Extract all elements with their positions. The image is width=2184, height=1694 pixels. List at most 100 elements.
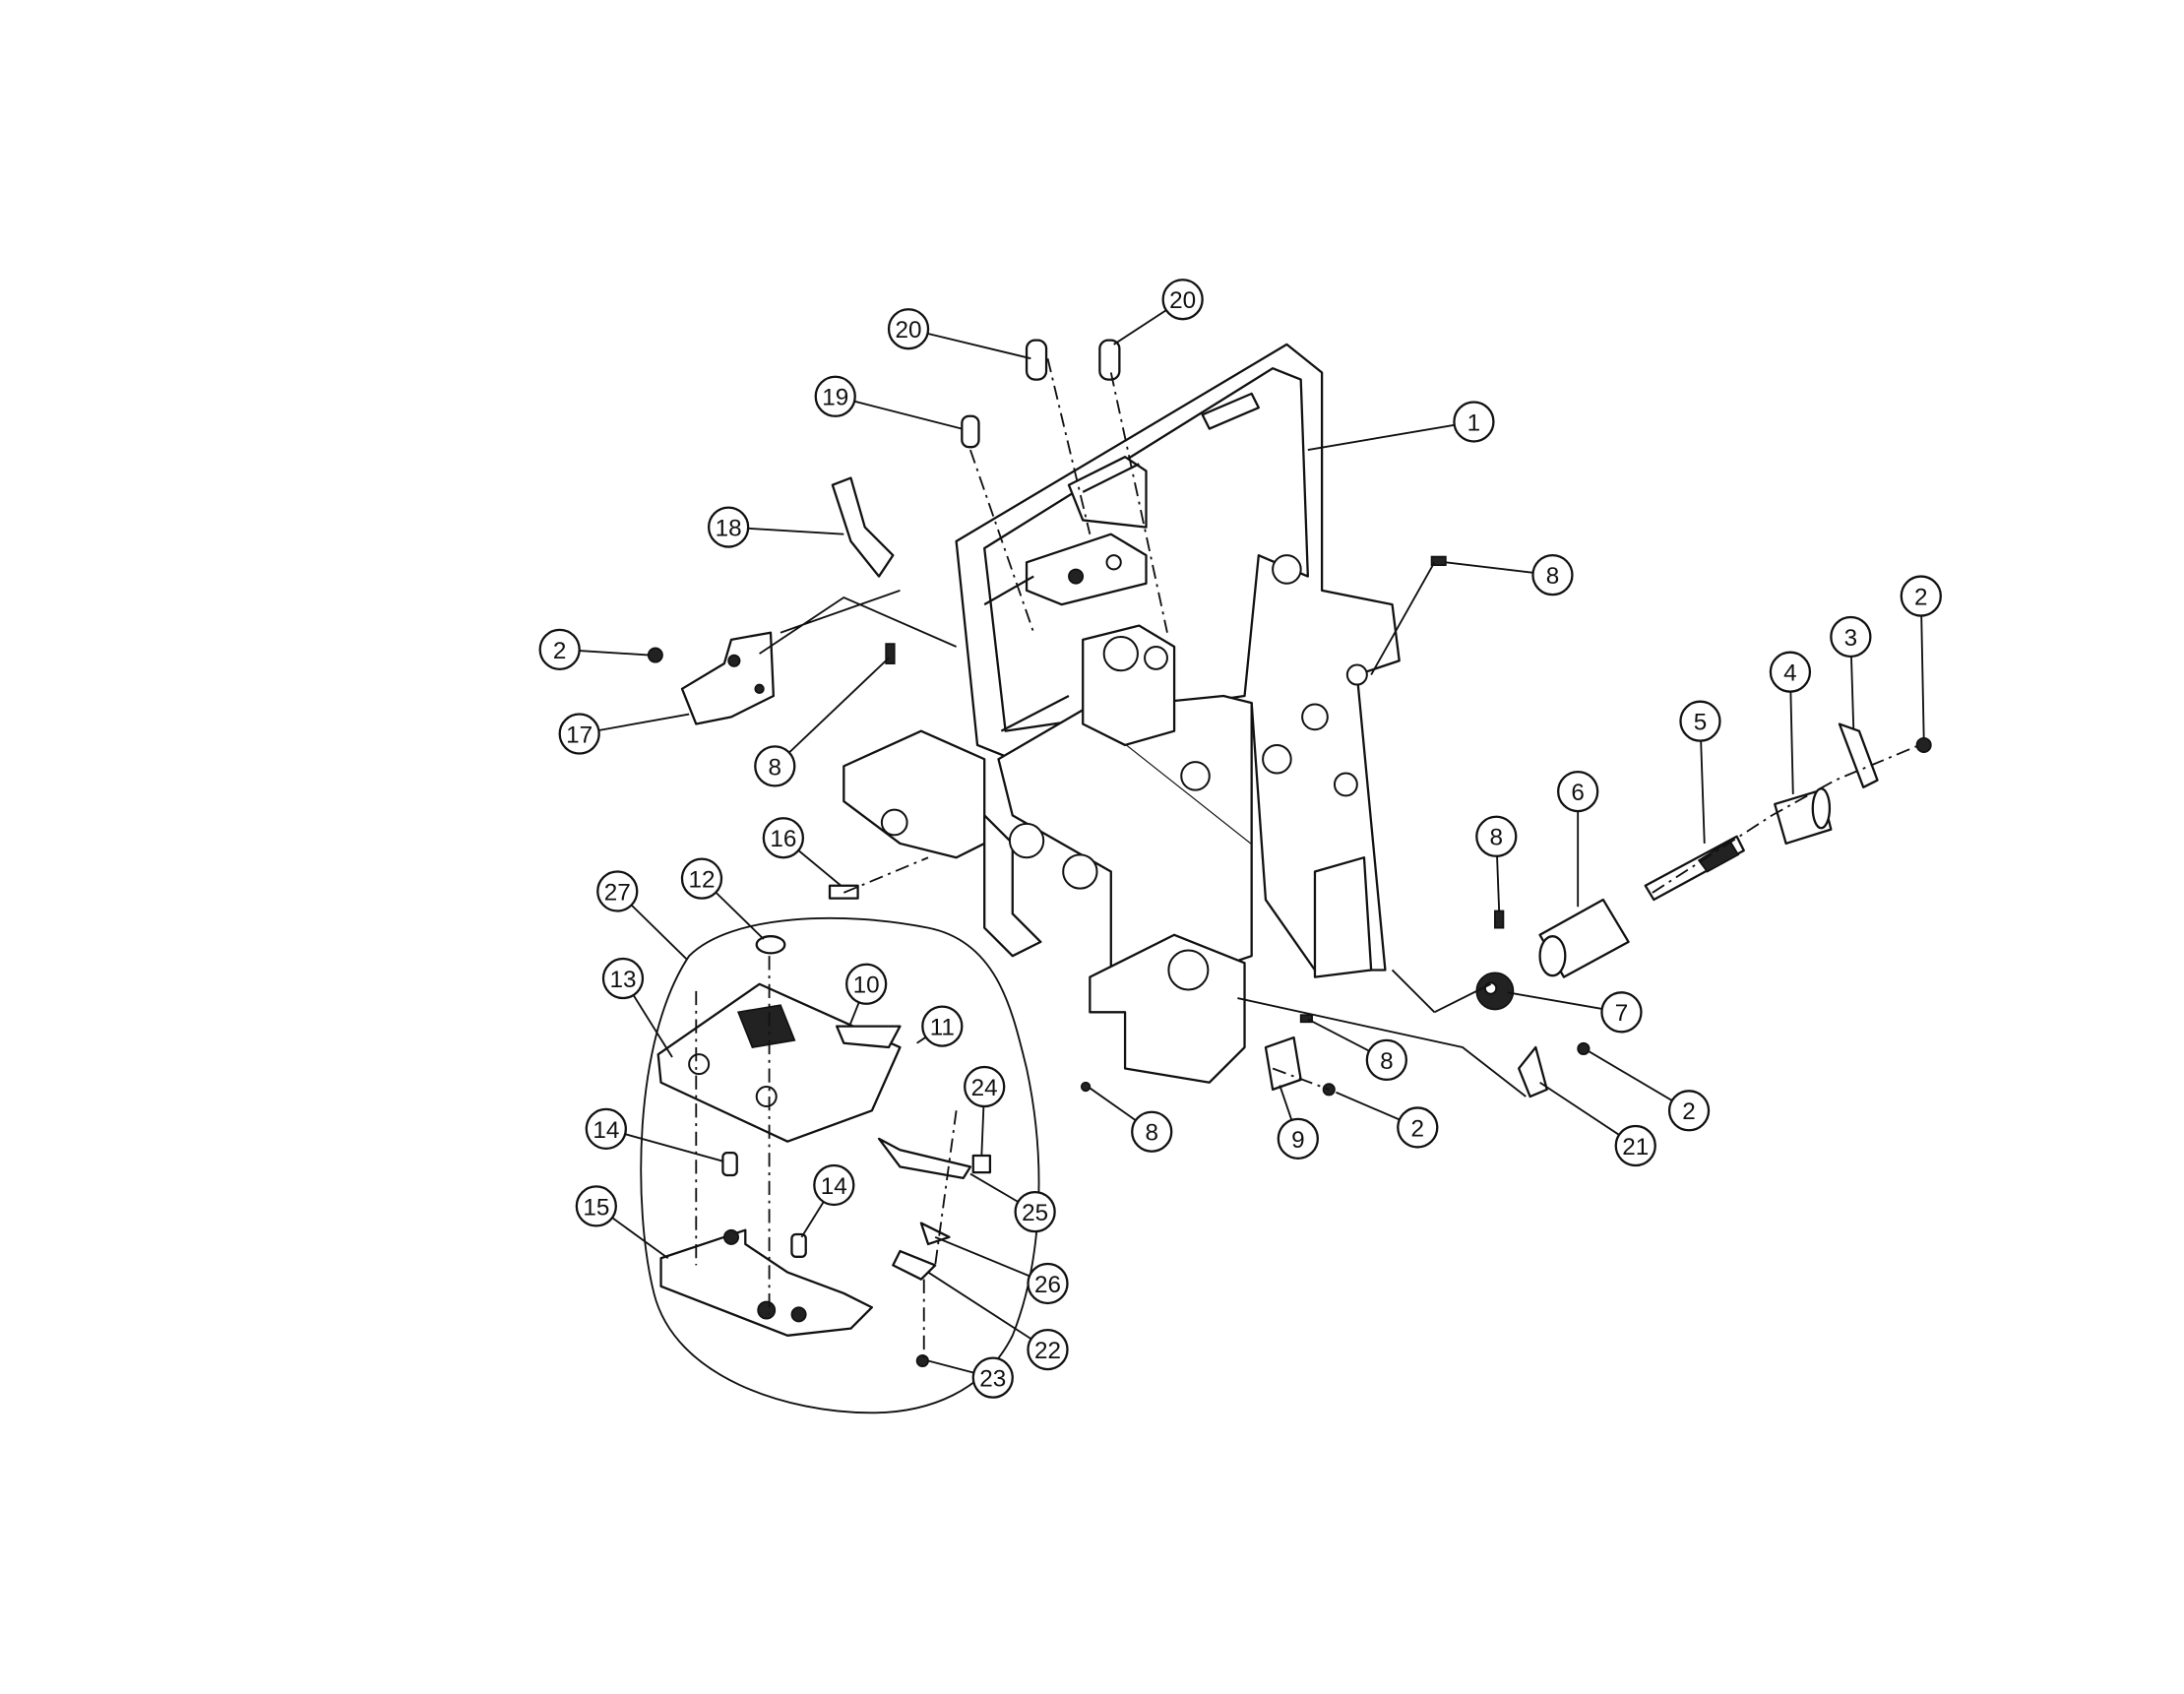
callout-25: 25 [969, 1172, 1056, 1233]
callout-13: 13 [601, 957, 673, 1058]
callout-22: 22 [927, 1271, 1069, 1371]
leader-line [748, 527, 844, 535]
callout-circle [1600, 991, 1643, 1034]
callout-circle [1277, 1117, 1319, 1160]
callout-circle [1769, 651, 1812, 693]
callout-24: 24 [964, 1065, 1006, 1157]
callout-circle [1027, 1328, 1069, 1371]
leader-line [1507, 991, 1602, 1010]
callout-1: 1 [1307, 401, 1495, 451]
callout-circle [1131, 1110, 1173, 1153]
callout-27: 27 [596, 870, 687, 960]
callout-26: 26 [934, 1235, 1069, 1305]
leader-line [969, 1172, 1019, 1203]
callout-number: 1 [1467, 409, 1481, 436]
callout-17: 17 [558, 713, 690, 755]
needle-plate-assembly [640, 916, 1040, 1414]
callout-number: 16 [770, 826, 796, 852]
leader-line [598, 713, 690, 731]
callout-21: 21 [1539, 1081, 1656, 1167]
leader-line [1589, 1050, 1673, 1101]
callout-circle [813, 1163, 855, 1207]
callout-circle [1161, 279, 1204, 321]
callout-number: 5 [1694, 710, 1708, 736]
callout-2: 2 [1589, 1050, 1711, 1132]
leader-line [934, 1235, 1030, 1278]
callout-circle [1531, 554, 1574, 596]
callout-number: 10 [853, 972, 880, 999]
callout-number: 24 [971, 1075, 998, 1101]
callout-20: 20 [887, 308, 1031, 360]
leader-line [1700, 740, 1706, 844]
callout-11: 11 [916, 1005, 964, 1047]
callout-circle [1614, 1124, 1656, 1167]
callout-circle [1667, 1090, 1711, 1132]
callout-circle [964, 1065, 1006, 1108]
callout-number: 19 [822, 385, 848, 411]
callout-8: 8 [1445, 554, 1574, 596]
callout-circle [754, 745, 796, 787]
callout-20: 20 [1113, 279, 1204, 345]
callout-number: 20 [1169, 287, 1196, 314]
callout-2: 2 [1336, 1091, 1439, 1149]
leader-line [853, 400, 963, 430]
callout-circle [1365, 1038, 1407, 1082]
callout-8: 8 [754, 657, 890, 787]
callout-3: 3 [1830, 615, 1872, 728]
callout-number: 23 [979, 1366, 1006, 1393]
callout-number: 2 [1411, 1115, 1425, 1142]
callout-number: 4 [1783, 660, 1797, 687]
callout-19: 19 [814, 375, 963, 430]
callout-number: 22 [1034, 1338, 1061, 1364]
callout-circle [585, 1107, 627, 1150]
leader-line [1445, 561, 1533, 574]
leader-line [1307, 423, 1455, 451]
callout-circle [845, 963, 888, 1005]
leader-line [848, 1001, 860, 1027]
callout-number: 8 [1145, 1120, 1158, 1147]
callout-circle [558, 713, 600, 755]
callout-number: 15 [583, 1194, 609, 1221]
main-frame [842, 343, 1401, 1084]
callout-9: 9 [1277, 1085, 1319, 1160]
callout-circle [887, 308, 930, 350]
leader-line [1279, 1085, 1293, 1121]
leader-line [715, 891, 765, 940]
callout-14: 14 [585, 1107, 723, 1162]
callout-number: 8 [1490, 825, 1504, 851]
callout-circle [1014, 1190, 1056, 1233]
callout-number: 7 [1615, 1000, 1629, 1027]
callout-circle [762, 817, 805, 859]
leader-line [1307, 1018, 1370, 1052]
leader-line [1336, 1091, 1401, 1121]
leader-line [1089, 1087, 1137, 1121]
leader-line [579, 650, 651, 657]
callout-2: 2 [538, 628, 651, 670]
leader-line [797, 849, 842, 887]
callout-number: 8 [769, 754, 782, 781]
callout-circle [1557, 770, 1599, 813]
leader-line [1496, 855, 1501, 911]
leader-line [1113, 309, 1167, 345]
callout-16: 16 [762, 817, 842, 887]
callout-number: 2 [1914, 584, 1928, 610]
callout-circle [814, 375, 856, 417]
callout-number: 8 [1380, 1048, 1394, 1075]
leader-line [800, 1201, 825, 1238]
assembly-lines [759, 357, 1920, 1098]
callout-circle [680, 857, 723, 900]
callout-number: 18 [716, 516, 742, 542]
callout-8: 8 [1307, 1018, 1407, 1082]
leader-line [927, 332, 1031, 360]
callout-number: 11 [930, 1015, 955, 1041]
callout-number: 6 [1571, 780, 1585, 806]
leader-line [1850, 656, 1855, 728]
callout-circle [971, 1356, 1014, 1399]
callout-circle [1679, 700, 1721, 742]
leader-line [1539, 1081, 1620, 1136]
callout-circle [601, 957, 645, 1000]
callout-circle [1830, 615, 1872, 659]
leader-line [611, 1217, 669, 1260]
